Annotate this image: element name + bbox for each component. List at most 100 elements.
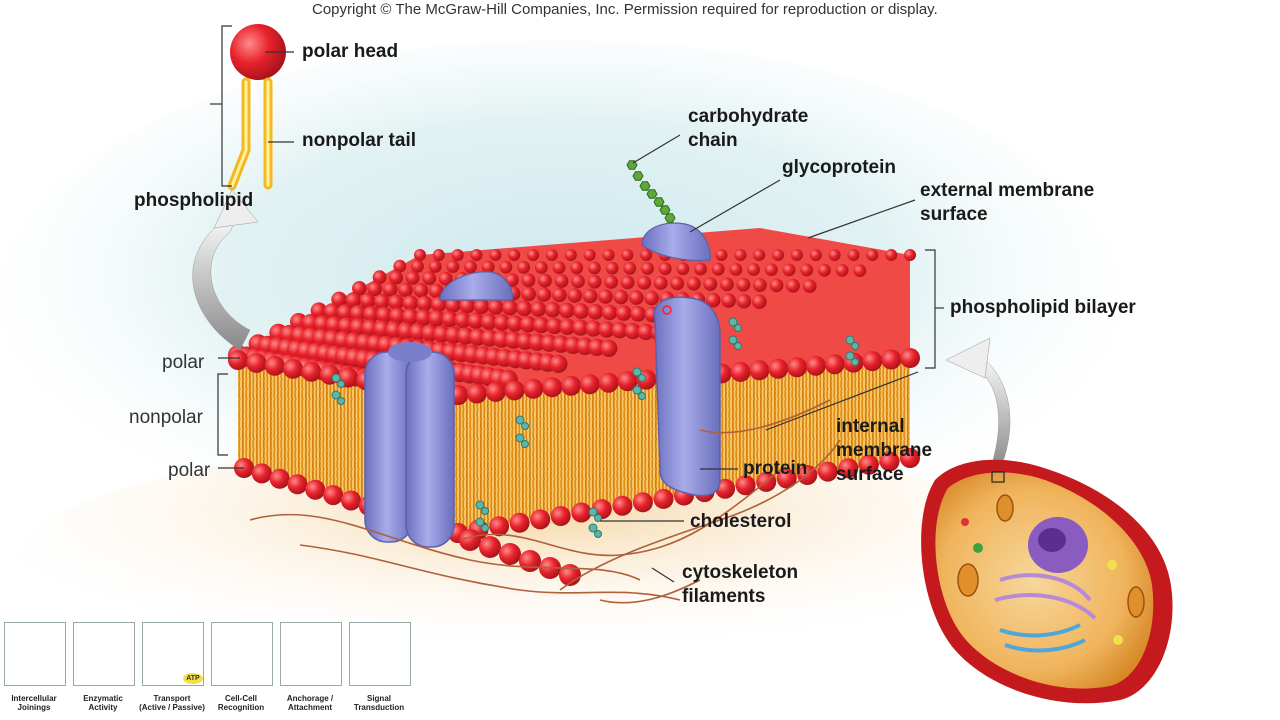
head bbox=[533, 316, 550, 334]
cholesterol bbox=[588, 507, 598, 517]
label-phospholipid-bilayer: phospholipid bilayer bbox=[950, 297, 1136, 318]
head bbox=[623, 261, 637, 275]
edge-head bbox=[559, 564, 581, 586]
edge-head bbox=[749, 360, 770, 381]
cholesterol bbox=[845, 335, 855, 345]
head bbox=[389, 270, 403, 285]
head bbox=[573, 303, 589, 319]
label-phospholipid: phospholipid bbox=[134, 190, 254, 211]
edge-head bbox=[489, 516, 510, 537]
head bbox=[602, 249, 615, 261]
head bbox=[422, 271, 437, 286]
cholesterol bbox=[475, 500, 485, 510]
thumb-enzymatic-activity bbox=[73, 622, 135, 686]
head bbox=[345, 292, 362, 308]
edge-head bbox=[858, 454, 879, 475]
head bbox=[441, 310, 458, 328]
cholesterol bbox=[521, 440, 529, 448]
head bbox=[376, 306, 393, 323]
cholesterol bbox=[851, 358, 859, 366]
edge-head bbox=[879, 451, 900, 472]
head bbox=[438, 271, 453, 286]
edge-head bbox=[735, 475, 756, 496]
head bbox=[567, 288, 582, 303]
thumb-label-anchorage-attachment: Anchorage / Attachment bbox=[286, 694, 334, 712]
head bbox=[715, 249, 728, 261]
edge-head bbox=[550, 506, 571, 526]
sugar-unit bbox=[646, 189, 658, 199]
head bbox=[583, 249, 596, 261]
head bbox=[629, 290, 644, 305]
head bbox=[499, 260, 513, 274]
head bbox=[549, 354, 568, 373]
head bbox=[446, 260, 460, 273]
head bbox=[782, 263, 796, 277]
head bbox=[388, 294, 404, 311]
label-internal-surface-line2: membrane bbox=[836, 440, 933, 461]
head bbox=[470, 249, 483, 261]
head bbox=[736, 277, 751, 292]
head bbox=[753, 249, 766, 261]
head bbox=[747, 263, 760, 276]
edge-head bbox=[323, 485, 344, 506]
head bbox=[402, 308, 419, 325]
head bbox=[721, 293, 736, 308]
sugar-unit bbox=[664, 213, 676, 223]
arrow-head-right bbox=[945, 337, 991, 379]
head bbox=[331, 291, 347, 308]
head bbox=[464, 260, 477, 274]
head bbox=[546, 317, 563, 335]
head bbox=[416, 295, 433, 312]
thumb-label-transport: Transport (Active / Passive) bbox=[139, 694, 205, 712]
head bbox=[336, 304, 354, 321]
sugar-unit bbox=[659, 205, 671, 215]
cholesterol bbox=[734, 324, 742, 332]
cholesterol-molecules bbox=[331, 317, 859, 538]
edge-head bbox=[598, 372, 619, 393]
head bbox=[432, 249, 445, 261]
edge-head bbox=[579, 374, 600, 395]
copyright-notice: Copyright © The McGraw-Hill Companies, I… bbox=[312, 1, 938, 18]
head bbox=[630, 306, 646, 322]
head bbox=[605, 261, 619, 275]
edge-head bbox=[504, 380, 525, 401]
label-polar-bottom: polar bbox=[168, 460, 211, 481]
thumb-signal-transduction bbox=[349, 622, 411, 686]
cholesterol bbox=[481, 507, 489, 515]
peripheral-protein bbox=[439, 271, 514, 301]
head bbox=[530, 301, 547, 317]
transmembrane-protein bbox=[653, 296, 721, 497]
head bbox=[601, 304, 618, 321]
head bbox=[611, 322, 628, 339]
head bbox=[790, 249, 803, 261]
edge-head bbox=[542, 377, 563, 398]
sugar-unit bbox=[632, 171, 644, 181]
head bbox=[653, 276, 668, 290]
head bbox=[600, 339, 618, 357]
membrane-functions-strip: Intercellular Joinings Enzymatic Activit… bbox=[2, 614, 414, 720]
head bbox=[323, 303, 341, 320]
polar-head-ball bbox=[230, 24, 286, 80]
edge-head bbox=[862, 351, 883, 372]
head bbox=[711, 262, 725, 276]
head bbox=[534, 261, 548, 274]
edge-head bbox=[283, 358, 303, 379]
edge-head bbox=[246, 352, 267, 373]
edge-head bbox=[838, 458, 859, 479]
head bbox=[904, 249, 916, 261]
sugar-unit bbox=[626, 160, 638, 170]
head bbox=[571, 274, 585, 289]
head bbox=[527, 249, 540, 261]
head bbox=[729, 263, 743, 276]
head bbox=[866, 249, 879, 261]
head bbox=[847, 249, 860, 261]
head bbox=[554, 274, 569, 288]
cholesterol bbox=[521, 422, 529, 430]
cholesterol bbox=[515, 433, 525, 443]
head bbox=[694, 262, 707, 276]
edge-head bbox=[269, 468, 290, 489]
edge-head bbox=[900, 348, 920, 368]
cholesterol bbox=[337, 380, 345, 388]
head bbox=[752, 294, 767, 310]
head bbox=[637, 275, 652, 290]
